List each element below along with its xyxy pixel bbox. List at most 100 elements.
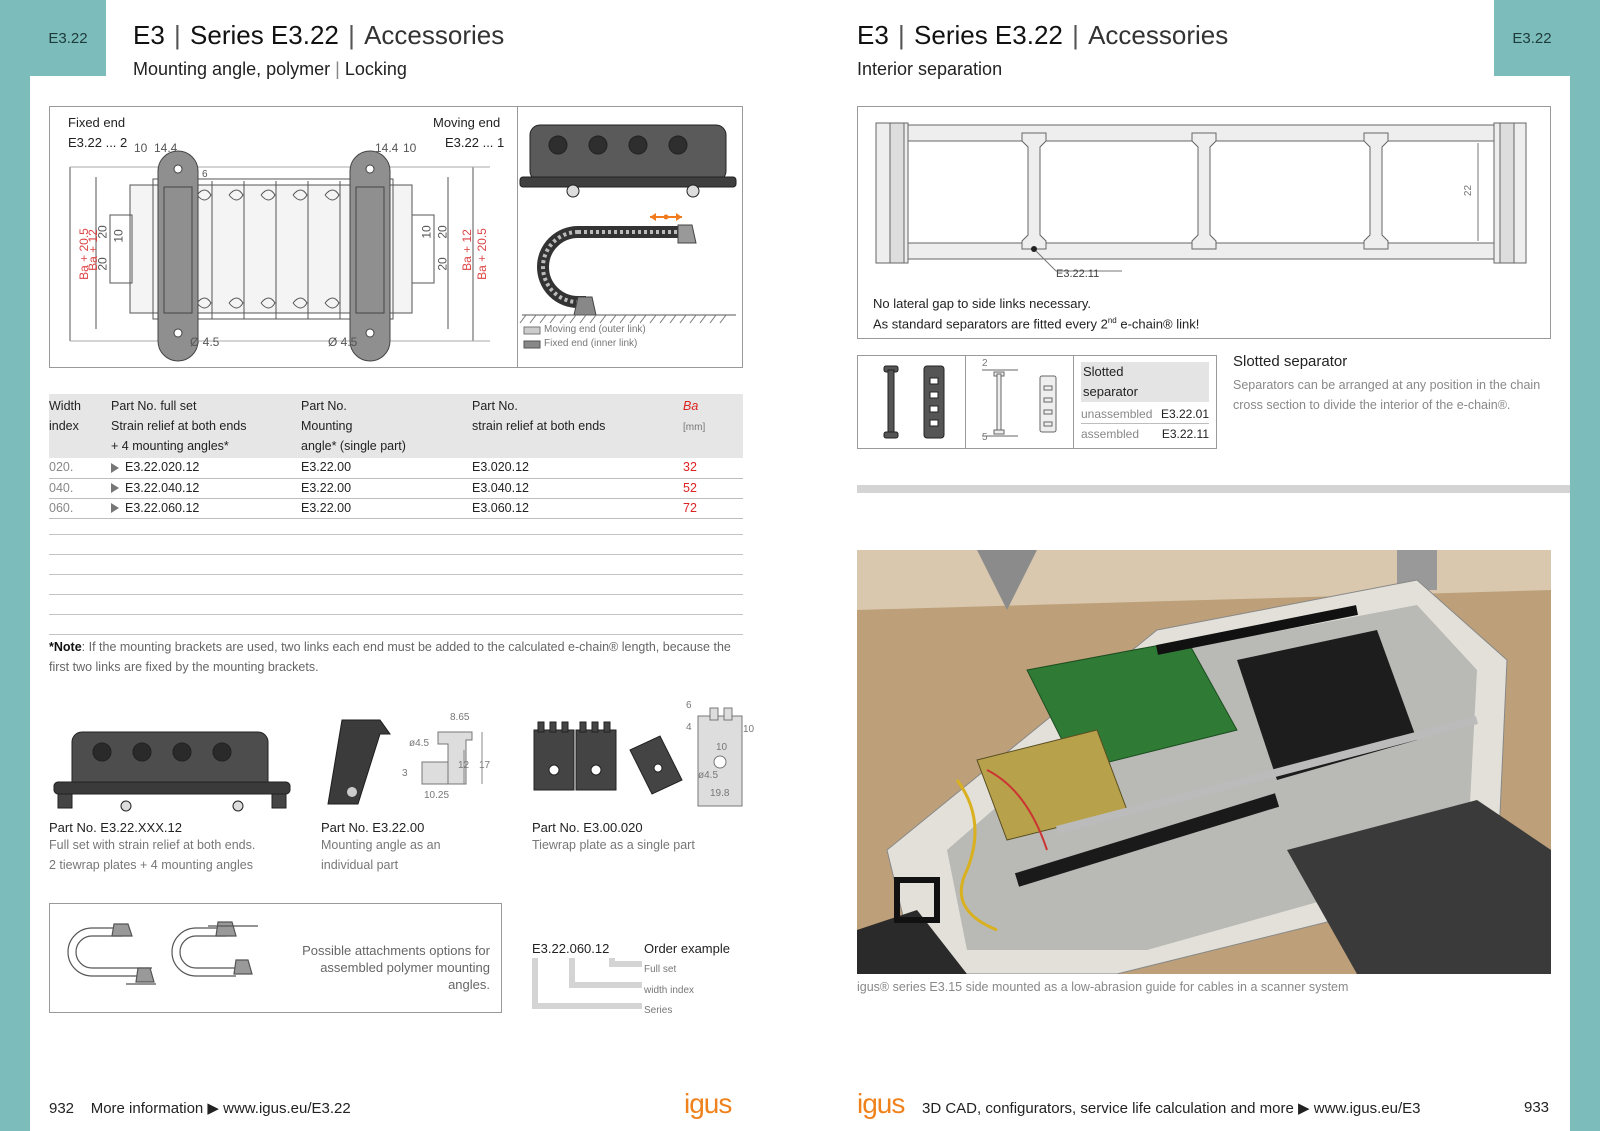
angle-dim-3: 3 (402, 768, 408, 779)
tiewrap-dim-hole: ø4.5 (698, 770, 719, 781)
left-page-number: 932 (49, 1100, 75, 1117)
dim-20-left-b: 20 (95, 225, 110, 239)
slotted-separator-box: 2 5 Slotted separator unassembled E3.22.… (857, 355, 1217, 449)
tiewrap-dim-6: 6 (686, 700, 692, 711)
dim-10-vert-left: 10 (111, 229, 126, 243)
chain-side-view-drawing (519, 124, 737, 349)
interior-separation-box: 22 E3.22.11 No lateral gap to side links… (857, 106, 1551, 339)
tiewrap-plate-image (533, 707, 743, 807)
attachments-box: Possible attachments options for assembl… (49, 903, 502, 1013)
left-footer-link[interactable]: www.igus.eu/E3.22 (223, 1100, 351, 1117)
interior-separation-drawing (875, 122, 1527, 272)
legend-fixed-end: Fixed end (inner link) (544, 338, 638, 349)
legend-moving-end: Moving end (outer link) (544, 324, 646, 335)
mounting-diagram-box: Fixed end E3.22 ... 2 Moving end E3.22 .… (49, 106, 743, 368)
right-footer: 3D CAD, configurators, service life calc… (922, 1100, 1421, 1117)
photo-caption: igus® series E3.15 side mounted as a low… (857, 980, 1349, 994)
separation-note-1: No lateral gap to side links necessary. (873, 296, 1091, 311)
order-example-title: Order example (644, 941, 730, 956)
table-empty-line (49, 554, 743, 555)
scanner-photo-illustration (857, 550, 1551, 974)
slotted-separator-drawing (883, 365, 1057, 439)
left-page-subtitle: Mounting angle, polymer | Locking (133, 59, 407, 79)
section-divider (857, 485, 1570, 493)
product-mounting-angle: Part No. E3.22.00 Mounting angle as an i… (321, 820, 441, 872)
igus-logo-left: igus (684, 1088, 732, 1119)
left-footer: 932 More information ▶ www.igus.eu/E3.22 (49, 1100, 351, 1117)
dim-14-4-right: 14.4 (375, 141, 399, 155)
table-row: 040. E3.22.040.12 E3.22.00 E3.040.12 52 (49, 478, 743, 499)
dim-ba-20-5-right: Ba + 20.5 (475, 228, 489, 280)
separator-callout: E3.22.11 (1056, 268, 1100, 280)
right-margin-bar (1570, 0, 1600, 1131)
mounting-note: *Note: If the mounting brackets are used… (49, 640, 731, 674)
dim-hole-right: Ø 4.5 (328, 335, 358, 349)
table-empty-line (49, 614, 743, 615)
dim-6: 6 (202, 169, 208, 180)
table-empty-line (49, 534, 743, 535)
sep-dim-5: 5 (982, 432, 988, 443)
dim-14-4-left: 14.4 (154, 141, 178, 155)
tiewrap-dim-4: 4 (686, 722, 692, 733)
attachments-text: Possible attachments options for assembl… (302, 943, 490, 992)
assembled-row: assembled E3.22.11 (1081, 427, 1209, 441)
left-margin-bar (0, 0, 30, 1131)
fixed-end-code: E3.22 ... 2 (68, 135, 128, 150)
col-ba: Ba[mm] (683, 394, 743, 458)
full-set-product-image (53, 731, 291, 812)
sep-dim-2: 2 (982, 358, 988, 369)
separation-note-2: As standard separators are fitted every … (873, 316, 1200, 332)
chain-top-view-drawing (69, 150, 490, 362)
slotted-separator-description: Separators can be arranged at any positi… (1233, 378, 1541, 412)
table-row: 020. E3.22.020.12 E3.22.00 E3.020.12 32 (49, 458, 743, 479)
right-footer-link[interactable]: www.igus.eu/E3 (1313, 1100, 1421, 1117)
dim-22: 22 (1463, 184, 1475, 197)
dim-10-vert-right: 10 (419, 225, 434, 239)
angle-dim-width: 8.65 (450, 712, 470, 723)
angle-dim-12: 12 (458, 760, 470, 771)
tiewrap-dim-10a: 10 (716, 742, 728, 753)
dim-20-right-b: 20 (435, 257, 450, 271)
moving-end-code: E3.22 ... 1 (445, 135, 505, 150)
product-full-set: Part No. E3.22.XXX.12 Full set with stra… (49, 820, 256, 872)
arrow-icon: ▶ (1298, 1100, 1310, 1117)
product-tiewrap-plate: Part No. E3.00.020 Tiewrap plate as a si… (532, 820, 695, 852)
fixed-end-label: Fixed end (68, 115, 126, 130)
dim-hole-left: Ø 4.5 (190, 335, 220, 349)
tiewrap-dim-10b: 10 (743, 724, 755, 735)
angle-dim-10-25: 10.25 (424, 790, 450, 801)
igus-logo-right: igus (857, 1088, 905, 1119)
table-empty-line (49, 634, 743, 635)
mounting-angle-image (327, 719, 483, 805)
angle-dim-hole: ø4.5 (409, 738, 430, 749)
order-label-full-set: Full set (644, 964, 677, 975)
angle-dim-17: 17 (479, 760, 491, 771)
left-page-title: E3 | Series E3.22 | Accessories (133, 20, 505, 50)
dim-ba-12-right: Ba + 12 (460, 229, 474, 271)
separator-name-cell: Slotted separator (1081, 362, 1209, 402)
attachment-options-drawing (67, 921, 258, 985)
scanner-system-photo (857, 550, 1551, 974)
dim-10-right: 10 (403, 141, 417, 155)
right-page-tab: E3.22 (1494, 0, 1570, 76)
col-strain-relief: Part No.strain relief at both ends (472, 394, 683, 458)
dim-20-right-a: 20 (435, 225, 450, 239)
table-row: 060. E3.22.060.12 E3.22.00 E3.060.12 72 (49, 498, 743, 519)
right-page-title: E3 | Series E3.22 | Accessories (857, 20, 1229, 50)
order-label-series: Series (644, 1005, 673, 1016)
moving-end-label: Moving end (433, 115, 501, 130)
dim-10-left: 10 (134, 141, 148, 155)
table-empty-line (49, 574, 743, 575)
arrow-icon: ▶ (207, 1100, 219, 1117)
table-empty-line (49, 594, 743, 595)
left-page-tab: E3.22 (30, 0, 106, 76)
slotted-separator-heading: Slotted separator (1233, 353, 1348, 370)
right-page-number: 933 (1524, 1099, 1550, 1116)
dim-20-left-a: 20 (95, 257, 110, 271)
right-page-subtitle: Interior separation (857, 59, 1003, 79)
order-example-brackets (532, 958, 642, 1009)
